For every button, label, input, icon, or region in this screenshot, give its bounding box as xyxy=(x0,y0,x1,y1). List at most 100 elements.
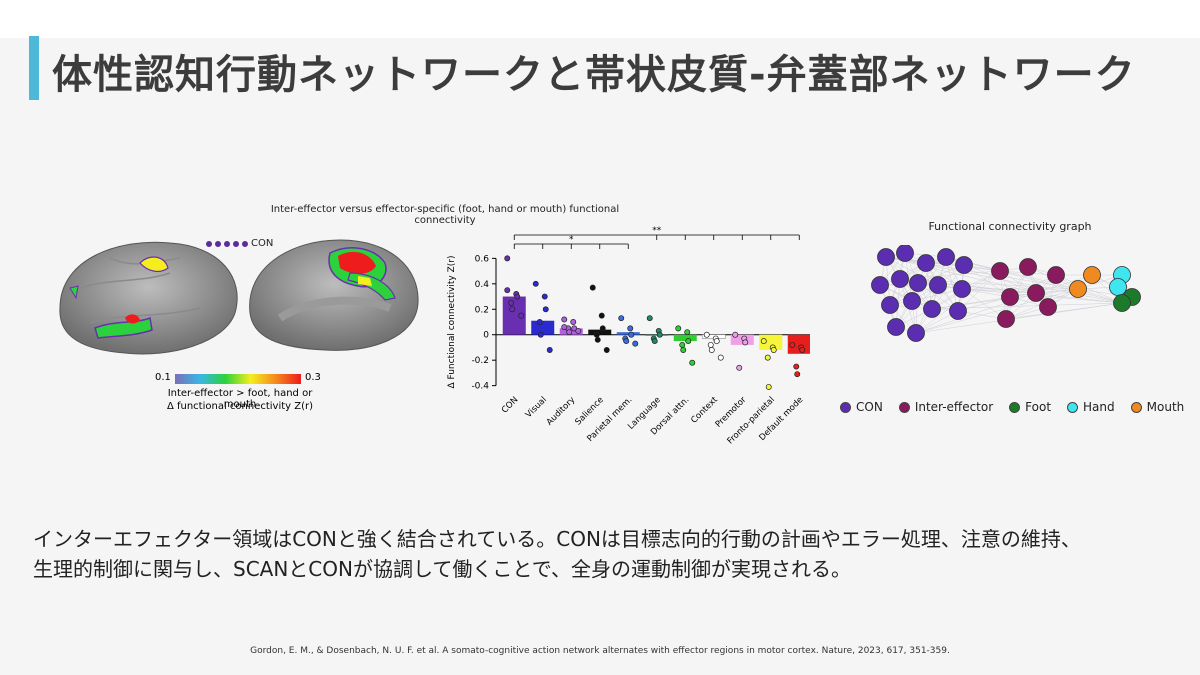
data-point xyxy=(770,347,777,353)
graph-node xyxy=(907,324,925,342)
data-point xyxy=(546,347,553,353)
legend-label: Hand xyxy=(1083,400,1115,414)
graph-node xyxy=(877,248,895,266)
data-point xyxy=(504,255,511,262)
connectivity-bar-chart: -0.4-0.200.20.40.6Δ Functional connectiv… xyxy=(447,226,810,446)
y-axis-label: Δ Functional connectivity Z(r) xyxy=(447,256,457,389)
graph-edge xyxy=(1035,274,1093,294)
y-tick-label: 0 xyxy=(483,331,489,341)
graph-node xyxy=(1109,278,1127,296)
data-point xyxy=(594,336,601,343)
graph-node xyxy=(937,248,955,266)
legend-item-inter-effector: Inter-effector xyxy=(898,400,994,414)
legend-label: Mouth xyxy=(1146,400,1185,414)
con-dot xyxy=(206,240,212,247)
data-point xyxy=(684,329,691,336)
category-label: Visual xyxy=(524,395,549,420)
legend-label: Inter-effector xyxy=(914,400,994,414)
data-point xyxy=(508,299,515,306)
con-dot xyxy=(233,240,239,247)
graph-edge xyxy=(1055,274,1123,304)
graph-edge xyxy=(915,288,1079,334)
bar xyxy=(673,334,697,342)
legend-item-con: CON xyxy=(840,400,883,414)
y-tick-label: 0.2 xyxy=(475,305,489,315)
graph-legend: CON Inter-effector Foot Hand Mouth xyxy=(840,400,1184,414)
bar xyxy=(502,296,526,335)
graph-node xyxy=(1027,284,1045,302)
graph-title: Functional connectivity graph xyxy=(928,220,1092,233)
data-point xyxy=(632,340,639,347)
y-tick-label: -0.2 xyxy=(471,356,489,366)
top-band xyxy=(0,0,1200,38)
graph-node xyxy=(909,274,927,292)
graph-node xyxy=(903,292,921,310)
graph-node xyxy=(891,270,909,288)
data-point xyxy=(680,347,687,353)
graph-edge xyxy=(889,262,927,306)
graph-node xyxy=(1113,294,1131,312)
data-point xyxy=(707,341,714,348)
graph-edge xyxy=(885,256,1037,294)
graph-node xyxy=(953,280,971,298)
data-point xyxy=(628,331,635,338)
data-point xyxy=(566,329,573,336)
con-dot xyxy=(242,240,248,247)
data-point xyxy=(575,327,582,334)
legend-dot xyxy=(1067,401,1079,413)
bar xyxy=(645,334,669,336)
graph-edge xyxy=(885,256,939,286)
legend-item-mouth: Mouth xyxy=(1130,400,1185,414)
bar xyxy=(531,320,555,335)
legend-dot xyxy=(840,401,851,413)
data-point xyxy=(561,324,568,331)
sig-marker: ** xyxy=(652,226,662,236)
legend-dot xyxy=(1130,401,1142,413)
data-point xyxy=(651,338,658,345)
graph-node xyxy=(1039,298,1057,316)
graph-node xyxy=(871,276,889,294)
data-point xyxy=(509,306,516,313)
data-point xyxy=(679,341,686,348)
data-point xyxy=(570,319,577,325)
category-label: Auditory xyxy=(545,395,578,428)
data-point xyxy=(703,331,710,338)
graph-edge xyxy=(915,270,1001,334)
data-point xyxy=(542,306,549,313)
con-dot xyxy=(224,240,230,247)
con-dot xyxy=(215,240,221,247)
graph-node xyxy=(896,245,914,262)
graph-node xyxy=(949,302,967,320)
graph-node xyxy=(955,256,973,274)
colorbar-sublabel: Δ functional connectivity Z(r) xyxy=(166,401,314,412)
data-point xyxy=(598,312,605,319)
body-text: インターエフェクター領域はCONと強く結合されている。CONは目標志向的行動の計… xyxy=(33,524,1173,584)
sig-marker: * xyxy=(569,235,574,245)
graph-node xyxy=(997,310,1015,328)
data-point xyxy=(623,338,630,345)
bar xyxy=(588,329,612,335)
y-tick-label: 0.6 xyxy=(475,254,490,264)
citation: Gordon, E. M., & Dosenbach, N. U. F. et … xyxy=(250,646,950,656)
graph-edge xyxy=(957,270,1001,312)
graph-node xyxy=(917,254,935,272)
graph-node xyxy=(929,276,947,294)
figure-title: Inter-effector versus effector-specific … xyxy=(270,204,620,226)
data-point xyxy=(627,325,634,332)
data-point xyxy=(760,338,767,345)
data-point xyxy=(646,315,653,322)
colorbar-label: Inter-effector > foot, hand or mouth xyxy=(167,388,313,410)
data-point xyxy=(593,331,600,338)
graph-node xyxy=(1019,258,1037,276)
graph-node xyxy=(991,262,1009,280)
data-point xyxy=(541,293,548,300)
brain-legend-label: CON xyxy=(251,238,274,249)
legend-item-hand: Hand xyxy=(1067,400,1115,414)
category-label: CON xyxy=(500,395,520,415)
graph-node xyxy=(1001,288,1019,306)
graph-edge xyxy=(957,296,1011,312)
graph-edge xyxy=(899,278,1079,290)
data-point xyxy=(514,293,521,300)
data-point xyxy=(561,316,568,323)
data-point xyxy=(656,331,663,338)
